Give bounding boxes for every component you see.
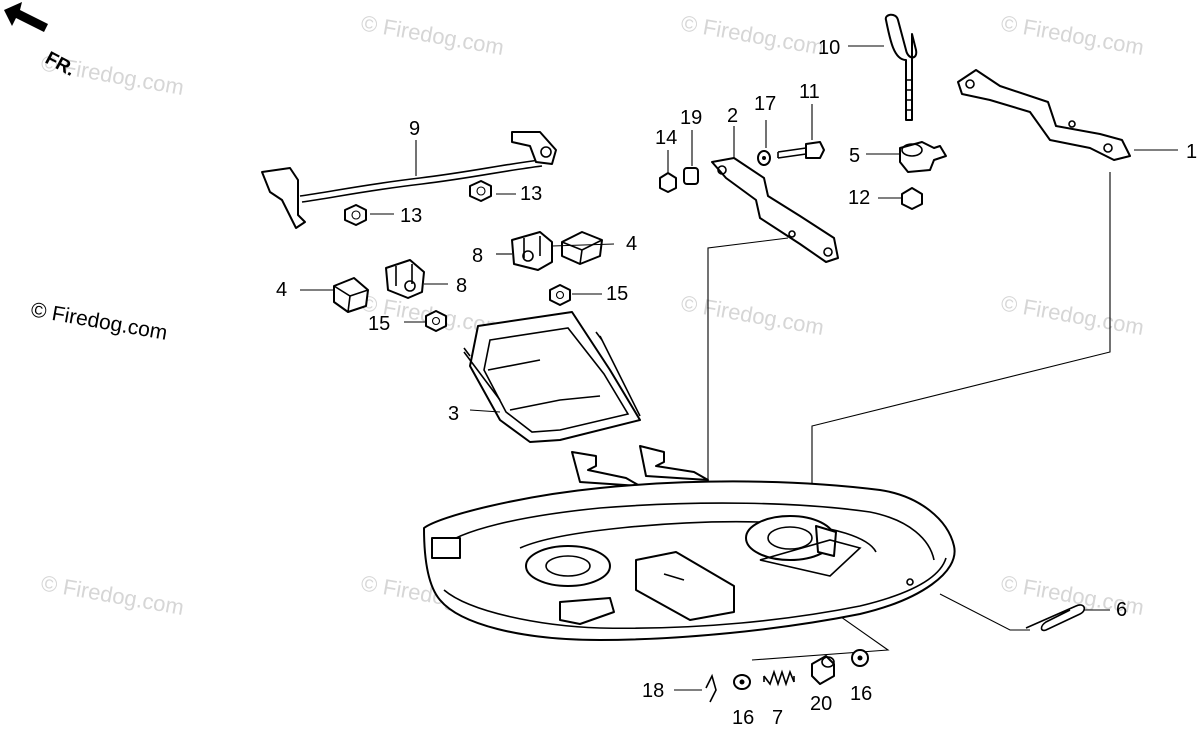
part-3-plate bbox=[463, 311, 641, 443]
callout-19: 19 bbox=[680, 107, 702, 129]
callout-11: 11 bbox=[799, 81, 820, 103]
mower-deck bbox=[423, 445, 956, 641]
callout-18: 18 bbox=[642, 680, 664, 702]
callout-8: 8 bbox=[456, 275, 467, 297]
watermark: © Firedog.com bbox=[679, 290, 826, 340]
callout-8: 8 bbox=[472, 245, 483, 267]
part-10-pin bbox=[884, 13, 918, 121]
part-7-spring bbox=[763, 669, 795, 687]
part-16-washer bbox=[851, 649, 869, 667]
callout-7: 7 bbox=[772, 707, 783, 729]
part-19-collar bbox=[683, 167, 699, 185]
part-18-pin bbox=[705, 673, 717, 703]
part-1-link bbox=[957, 69, 1131, 161]
callout-9: 9 bbox=[409, 118, 420, 140]
callout-10: 10 bbox=[818, 37, 840, 59]
part-20-collar bbox=[811, 655, 835, 685]
part-15-nut bbox=[425, 310, 447, 332]
callout-6: 6 bbox=[1116, 599, 1127, 621]
callout-13: 13 bbox=[520, 183, 542, 205]
watermark: © Firedog.com bbox=[359, 10, 506, 60]
part-6-clip bbox=[1025, 604, 1086, 632]
part-13-nut bbox=[344, 204, 367, 226]
watermark: © Firedog.com bbox=[679, 10, 826, 60]
part-11-bolt bbox=[777, 141, 825, 159]
copyright-text: © Firedog.com bbox=[29, 298, 169, 345]
part-4-block bbox=[561, 231, 603, 265]
part-8-bracket bbox=[385, 259, 425, 299]
callout-15: 15 bbox=[606, 283, 628, 305]
callout-15: 15 bbox=[368, 313, 390, 335]
callout-13: 13 bbox=[400, 205, 422, 227]
callout-14: 14 bbox=[655, 127, 677, 149]
watermark: © Firedog.com bbox=[999, 10, 1146, 60]
part-16-washer bbox=[733, 674, 751, 690]
part-5-roller bbox=[899, 141, 947, 173]
part-15-nut bbox=[549, 284, 571, 306]
callout-12: 12 bbox=[848, 187, 870, 209]
callout-labels: 1 2 3 4 4 5 6 7 8 8 9 10 11 12 13 13 14 … bbox=[276, 37, 1197, 729]
callout-20: 20 bbox=[810, 693, 832, 715]
part-14-nut bbox=[659, 172, 677, 193]
callout-2: 2 bbox=[727, 105, 738, 127]
callout-4: 4 bbox=[276, 279, 287, 301]
part-17-washer bbox=[757, 150, 771, 166]
callout-16: 16 bbox=[850, 683, 872, 705]
part-8-bracket bbox=[511, 231, 553, 271]
watermark: © Firedog.com bbox=[39, 570, 186, 620]
callout-4: 4 bbox=[626, 233, 637, 255]
part-9-rod bbox=[261, 131, 557, 229]
callout-16: 16 bbox=[732, 707, 754, 729]
part-2-bracket bbox=[711, 157, 839, 263]
callout-3: 3 bbox=[448, 403, 459, 425]
callout-5: 5 bbox=[849, 145, 860, 167]
part-13-nut bbox=[469, 180, 492, 202]
callout-leaders bbox=[300, 45, 1178, 691]
watermark: © Firedog.com bbox=[999, 290, 1146, 340]
part-12-nut bbox=[901, 187, 923, 210]
callout-1: 1 bbox=[1186, 141, 1197, 163]
callout-17: 17 bbox=[754, 93, 776, 115]
part-4-block bbox=[333, 277, 369, 313]
